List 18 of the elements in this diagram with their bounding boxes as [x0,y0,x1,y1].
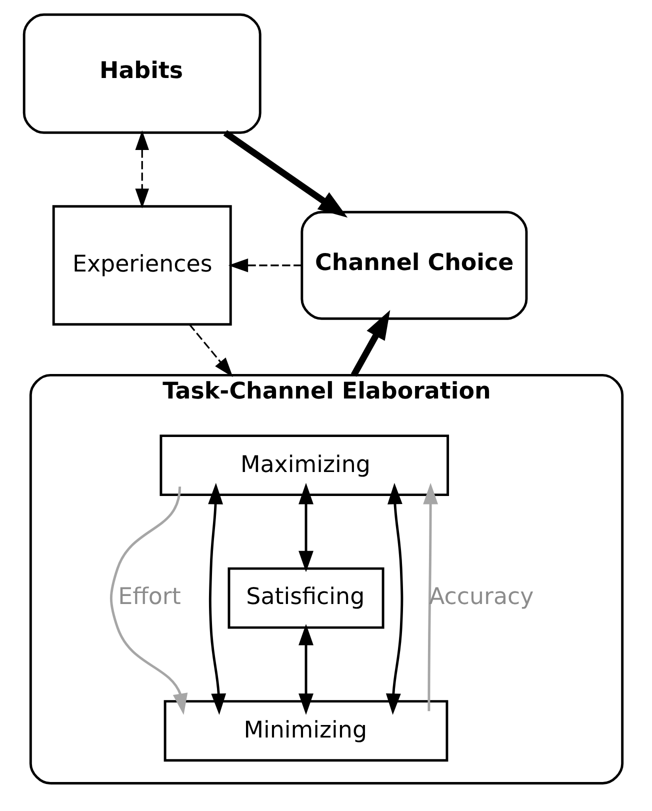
arrow [109,486,188,715]
arrow [298,624,313,715]
arrow [385,482,403,715]
arrow [422,482,438,712]
node-box: Minimizing [163,700,448,762]
node-box: Habits [22,13,261,134]
arrow [298,482,313,572]
arrow [350,310,390,377]
node-box: Experiences [52,205,232,326]
node-box: Satisficing [227,567,384,629]
node-box: Channel Choice [300,210,528,320]
arrow [222,130,348,218]
arrow [188,324,232,378]
edge-label: Effort [118,584,180,610]
arrow [228,258,302,272]
arrow [208,482,226,715]
arrow [134,130,149,208]
node-box: Maximizing [159,434,449,496]
